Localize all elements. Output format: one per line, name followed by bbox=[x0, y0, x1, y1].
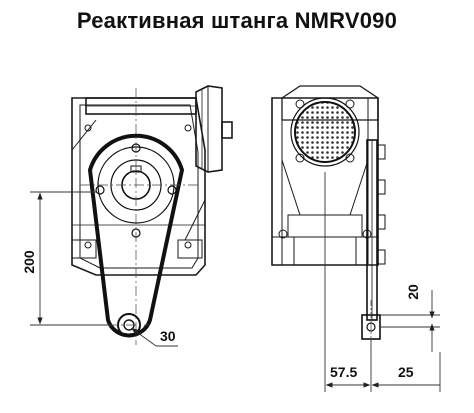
dim-30-label: 30 bbox=[160, 328, 176, 344]
dim-200-label: 200 bbox=[21, 250, 37, 274]
fan-grille bbox=[290, 97, 360, 167]
bolt-hole-right bbox=[167, 185, 177, 195]
torque-arm-outline bbox=[87, 133, 185, 338]
bolt-hole-left bbox=[95, 185, 105, 195]
front-view bbox=[71, 85, 233, 276]
page-title: Реактивная штанга NMRV090 bbox=[76, 8, 398, 33]
dimension-57-5-and-25 bbox=[324, 172, 441, 392]
dimension-200 bbox=[30, 191, 112, 326]
dim-20-label: 20 bbox=[405, 284, 421, 300]
front-housing bbox=[71, 97, 206, 276]
dimension-20 bbox=[380, 290, 440, 352]
dim-25-label: 25 bbox=[398, 364, 414, 380]
front-flange bbox=[195, 85, 223, 173]
front-centerlines bbox=[80, 88, 200, 345]
side-torque-arm bbox=[361, 139, 386, 345]
dim-57-5-label: 57.5 bbox=[330, 364, 357, 380]
dimension-30 bbox=[131, 327, 178, 347]
